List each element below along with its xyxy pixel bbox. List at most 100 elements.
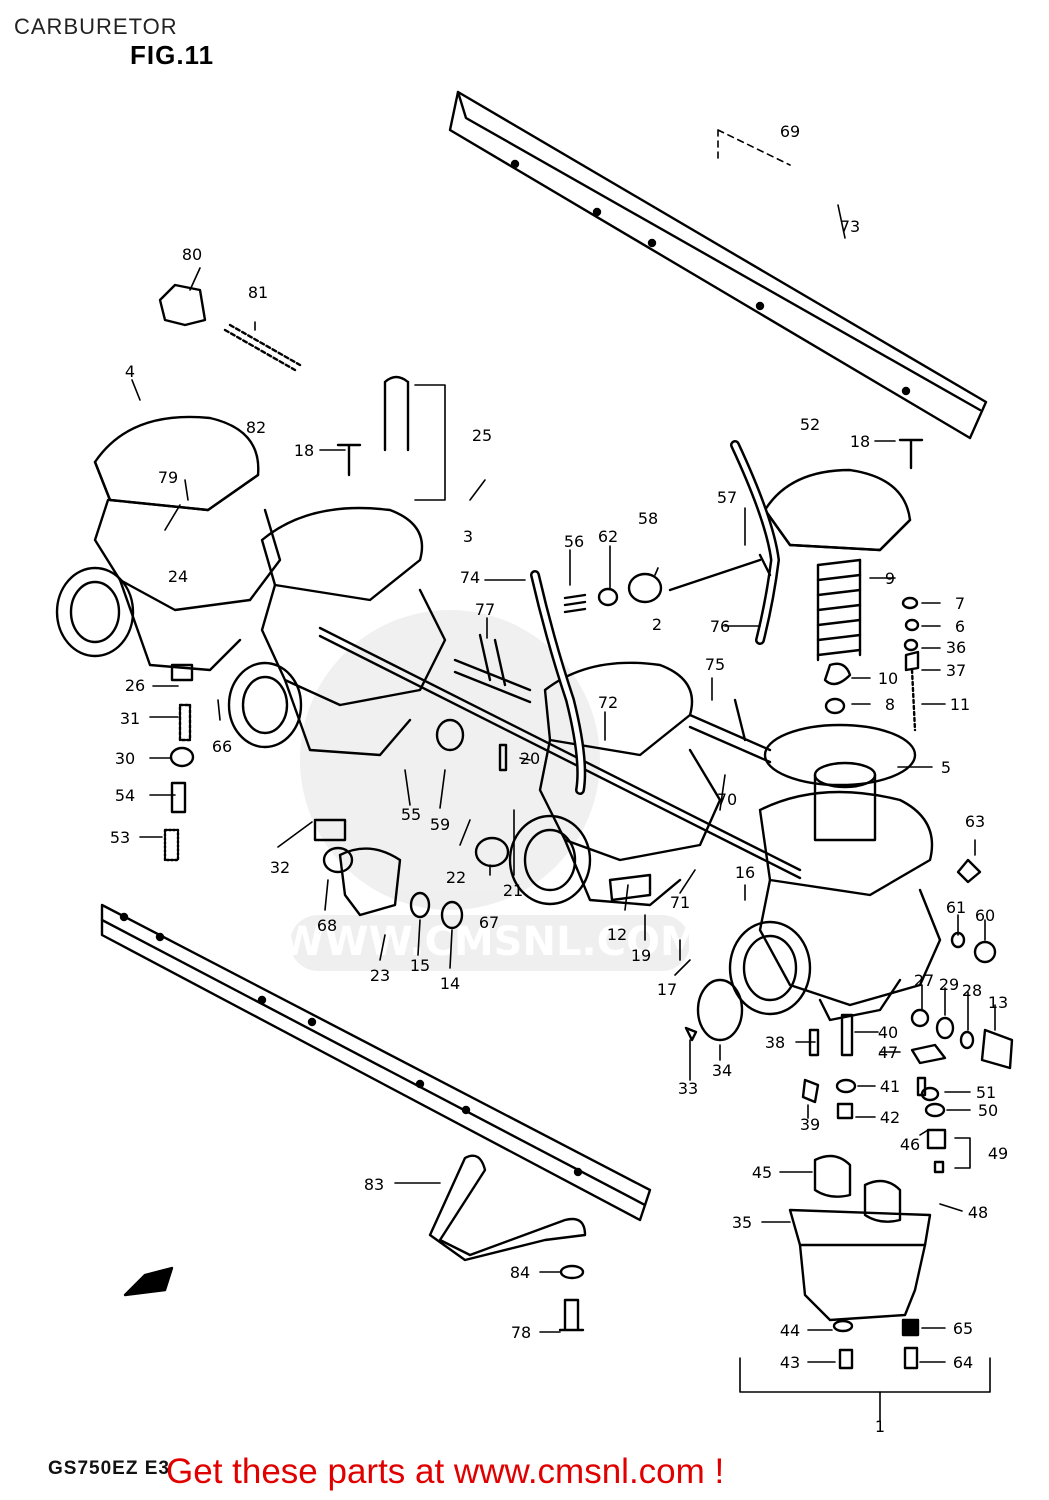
callout-54: 54 [115,786,135,805]
callout-79: 79 [158,468,178,487]
callout-60: 60 [975,906,995,925]
callout-30: 30 [115,749,135,768]
callout-15: 15 [410,956,430,975]
callout-55: 55 [401,805,421,824]
promo-link[interactable]: Get these parts at www.cmsnl.com ! [166,1452,725,1491]
callout-68: 68 [317,916,337,935]
callout-3: 3 [463,527,473,546]
callout-70: 70 [717,790,737,809]
callout-50: 50 [978,1101,998,1120]
callout-47: 47 [878,1043,898,1062]
spring-56 [563,593,587,614]
washer-62 [597,587,619,607]
callout-32: 32 [270,858,290,877]
joint-77 [453,633,532,704]
carburetor-body-1 [728,790,942,1022]
callout-26: 26 [125,676,145,695]
joint-75 [688,698,772,764]
callout-58: 58 [638,509,658,528]
callout-7: 7 [955,594,965,613]
callout-81: 81 [248,283,268,302]
callout-52: 52 [800,415,820,434]
carburetor-body-2 [508,661,722,907]
diaphragm-5 [763,723,917,842]
bolt-18b [898,438,924,470]
callout-4: 4 [125,362,135,381]
bottom-rail [100,903,652,1222]
callout-57: 57 [717,488,737,507]
pipe-25 [383,375,410,452]
callout-59: 59 [430,815,450,834]
callout-28: 28 [962,981,982,1000]
callout-9: 9 [885,569,895,588]
callout-56: 56 [564,532,584,551]
callout-8: 8 [885,695,895,714]
callout-36: 36 [946,638,966,657]
callout-11: 11 [950,695,970,714]
callout-65: 65 [953,1319,973,1338]
top-rail [448,90,988,440]
callout-41: 41 [880,1077,900,1096]
callout-29: 29 [939,975,959,994]
callout-labels: 69 73 80 81 4 25 82 18 52 18 79 3 57 58 … [110,122,1008,1436]
callout-16: 16 [735,863,755,882]
callout-17: 17 [657,980,677,999]
callout-78: 78 [511,1323,531,1342]
screw-57 [668,553,772,592]
callout-75: 75 [705,655,725,674]
callout-14: 14 [440,974,460,993]
callout-63: 63 [965,812,985,831]
callout-1: 1 [875,1417,885,1436]
callout-23: 23 [370,966,390,985]
cap-13 [980,1028,1014,1070]
watermark: WWW.CMSNL.COM [280,610,700,971]
spring-81 [223,323,302,372]
callout-74: 74 [460,568,480,587]
callout-43: 43 [780,1353,800,1372]
gasket-83 [428,1154,587,1262]
callout-5: 5 [941,758,951,777]
callout-12: 12 [607,925,627,944]
bolt-18a [336,443,362,477]
watermark-text: WWW.CMSNL.COM [280,919,700,965]
callout-6: 6 [955,617,965,636]
float-45a [813,1154,852,1198]
callout-38: 38 [765,1033,785,1052]
callout-35: 35 [732,1213,752,1232]
callout-49: 49 [988,1144,1008,1163]
callout-18-right: 18 [850,432,870,451]
callout-67: 67 [479,913,499,932]
gasket-34 [696,978,744,1042]
small-parts [163,596,997,1370]
callout-51: 51 [976,1083,996,1102]
callout-44: 44 [780,1321,800,1340]
callout-20: 20 [520,749,540,768]
float-45b [863,1179,902,1223]
callout-39: 39 [800,1115,820,1134]
callout-82: 82 [246,418,266,437]
leader-lines [131,204,996,1363]
callout-21: 21 [503,881,523,900]
plug-63 [956,858,982,884]
callout-18-left: 18 [294,441,314,460]
hose-74-inner [532,572,584,793]
callout-77: 77 [475,600,495,619]
throttle-shaft-edge [318,634,802,880]
callout-40: 40 [878,1023,898,1042]
carburetor-body-3 [227,506,447,757]
callout-66: 66 [212,737,232,756]
washer-84 [559,1264,585,1280]
callout-34: 34 [712,1061,732,1080]
callout-83: 83 [364,1175,384,1194]
float-bowl-35 [788,1208,932,1322]
callout-33: 33 [678,1079,698,1098]
callout-2: 2 [652,615,662,634]
callout-45: 45 [752,1163,772,1182]
callout-48: 48 [968,1203,988,1222]
bolt-78 [558,1298,585,1332]
front-arrow-icon [123,1266,174,1297]
callout-62: 62 [598,527,618,546]
carburetor-body-4 [55,415,282,672]
callout-24: 24 [168,567,188,586]
